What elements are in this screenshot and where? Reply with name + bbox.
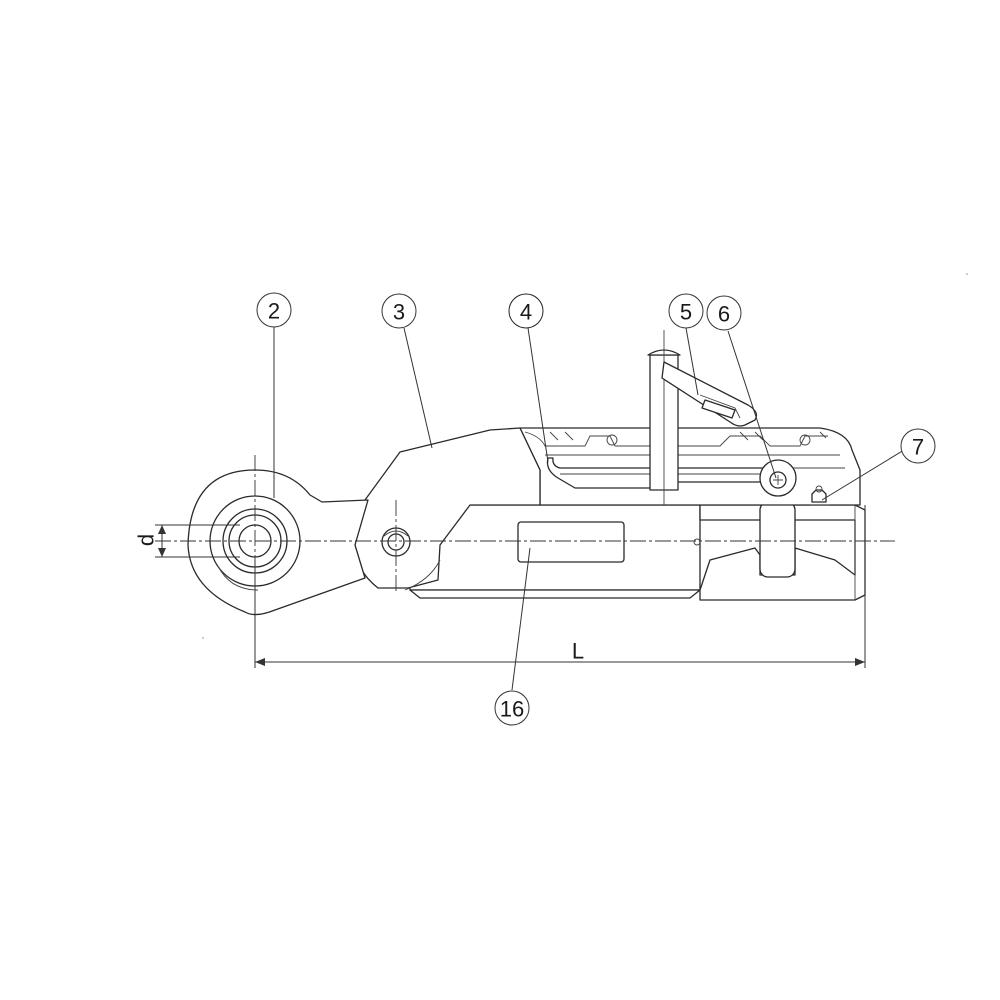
eye-end-part-2 [187, 469, 369, 616]
callout-16-label: 16 [500, 697, 524, 722]
dimension-l: L [254, 505, 866, 668]
pin-part-5 [647, 330, 758, 505]
grease-nipple-part-7 [810, 485, 830, 506]
callout-2-label: 2 [268, 299, 280, 324]
dimension-l-label: L [572, 639, 584, 664]
callout-5[interactable]: 5 [668, 293, 704, 329]
stray-dot [202, 637, 204, 639]
callout-6-label: 6 [718, 302, 730, 327]
leader-lines [273, 327, 905, 691]
callout-2[interactable]: 2 [256, 292, 292, 328]
centerlines [155, 455, 895, 625]
callout-5-label: 5 [680, 300, 692, 325]
stray-dot [966, 273, 968, 275]
main-housing [409, 504, 701, 599]
callout-4-label: 4 [520, 300, 532, 325]
callout-3-label: 3 [393, 300, 405, 325]
callout-16[interactable]: 16 [494, 690, 530, 726]
dimension-d: d [134, 524, 240, 558]
callout-7-label: 7 [912, 435, 924, 460]
callout-4[interactable]: 4 [508, 293, 544, 329]
pivot-part-6 [759, 459, 797, 497]
top-shroud [519, 427, 861, 506]
callout-3[interactable]: 3 [381, 293, 417, 329]
callout-6[interactable]: 6 [706, 295, 742, 331]
dimension-d-label: d [134, 534, 159, 546]
hook-end-block [699, 501, 866, 601]
callout-7[interactable]: 7 [900, 428, 936, 464]
